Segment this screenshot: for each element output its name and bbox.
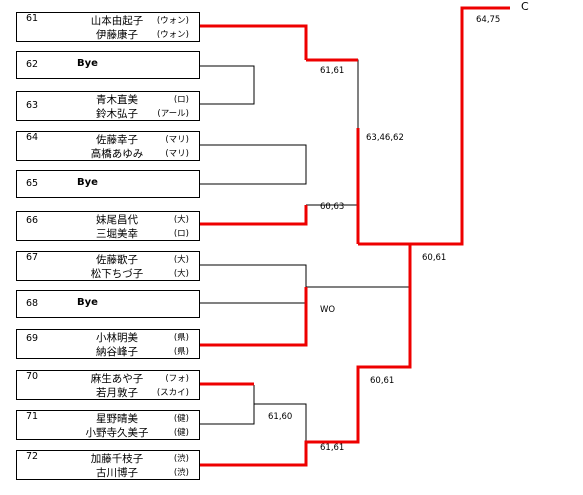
seed-number: 69 (26, 333, 39, 344)
player-name: 鈴木弘子 (96, 108, 138, 120)
club-name: (大) (173, 255, 189, 265)
bye-label: Bye (77, 177, 98, 188)
club-name: (ロ) (173, 229, 189, 239)
bracket-line (200, 385, 255, 425)
player-name: 小林明美 (96, 332, 138, 344)
player-name: 高橋あゆみ (90, 148, 144, 160)
club-name: (スカイ) (156, 388, 189, 398)
club-name: (ロ) (173, 95, 189, 105)
seed-number: 62 (26, 59, 39, 70)
bracket-line (254, 403, 307, 442)
match-score: 61,61 (320, 66, 345, 76)
final-label: C (521, 0, 529, 13)
player-name: 妹尾昌代 (96, 214, 138, 226)
player-name: 古川博子 (96, 467, 138, 479)
match-score: 61,60 (268, 412, 293, 422)
bye-label: Bye (77, 58, 98, 69)
entry-63: 63 青木直美 (ロ) 鈴木弘子 (アール) (16, 91, 200, 121)
winner-path (200, 205, 308, 226)
match-score: 60,63 (320, 202, 345, 212)
entry-61: 61 山本由起子 (ウォン) 伊藤康子 (ウォン) (16, 12, 200, 42)
bye-label: Bye (77, 297, 98, 308)
club-name: (健) (173, 428, 189, 438)
match-score: 60,61 (422, 253, 447, 263)
entry-66: 66 妹尾昌代 (大) 三堀美幸 (ロ) (16, 211, 200, 241)
club-name: (マリ) (165, 135, 189, 145)
winner-path (200, 6, 510, 467)
seed-number: 65 (26, 178, 39, 189)
club-name: (渋) (173, 468, 189, 478)
entry-64: 64 佐藤幸子 (マリ) 高橋あゆみ (マリ) (16, 131, 200, 161)
winner-path (200, 287, 308, 347)
match-score: 61,61 (320, 443, 345, 453)
entry-70: 70 麻生あや子 (フォ) 若月敦子 (スカイ) (16, 370, 200, 400)
entry-67: 67 佐藤歌子 (大) 松下ちづ子 (大) (16, 251, 200, 281)
player-name: 納谷峰子 (96, 346, 138, 358)
club-name: (渋) (173, 454, 189, 464)
player-name: 三堀美幸 (96, 228, 138, 240)
seed-number: 66 (26, 215, 39, 226)
player-name: 麻生あや子 (90, 373, 144, 385)
entry-71: 71 星野晴美 (健) 小野寺久美子 (健) (16, 410, 200, 440)
bracket-line (200, 144, 307, 185)
match-score: 64,75 (476, 15, 501, 25)
club-name: (ウォン) (156, 16, 189, 26)
club-name: (県) (173, 347, 189, 357)
player-name: 松下ちづ子 (90, 268, 144, 280)
bracket-line (200, 65, 255, 105)
seed-number: 70 (26, 371, 39, 382)
player-name: 青木直美 (96, 94, 138, 106)
entry-62: 62 Bye (16, 51, 200, 79)
match-score: 60,61 (370, 376, 395, 386)
club-name: (フォ) (165, 374, 189, 384)
player-name: 小野寺久美子 (85, 427, 149, 439)
seed-number: 63 (26, 100, 39, 111)
seed-number: 68 (26, 298, 39, 309)
seed-number: 61 (26, 13, 39, 24)
player-name: 加藤千枝子 (90, 453, 144, 465)
player-name: 佐藤歌子 (96, 254, 138, 266)
entry-72: 72 加藤千枝子 (渋) 古川博子 (渋) (16, 450, 200, 480)
match-score: WO (320, 305, 336, 315)
bracket-line (306, 128, 359, 206)
club-name: (健) (173, 414, 189, 424)
player-name: 佐藤幸子 (96, 134, 138, 146)
seed-number: 72 (26, 451, 39, 462)
entry-68: 68 Bye (16, 290, 200, 318)
bracket-line (306, 244, 411, 288)
club-name: (大) (173, 215, 189, 225)
seed-number: 71 (26, 411, 39, 422)
club-name: (県) (173, 333, 189, 343)
club-name: (ウォン) (156, 30, 189, 40)
entry-69: 69 小林明美 (県) 納谷峰子 (県) (16, 329, 200, 359)
seed-number: 64 (26, 132, 39, 143)
player-name: 若月敦子 (96, 387, 138, 399)
club-name: (アール) (157, 109, 189, 119)
player-name: 山本由起子 (90, 15, 144, 27)
winner-path (200, 24, 308, 60)
club-name: (大) (173, 269, 189, 279)
seed-number: 67 (26, 252, 39, 263)
match-score: 63,46,62 (366, 133, 404, 143)
entry-65: 65 Bye (16, 170, 200, 198)
club-name: (マリ) (165, 149, 189, 159)
player-name: 星野晴美 (96, 413, 138, 425)
player-name: 伊藤康子 (96, 29, 138, 41)
bracket-line (200, 264, 307, 304)
